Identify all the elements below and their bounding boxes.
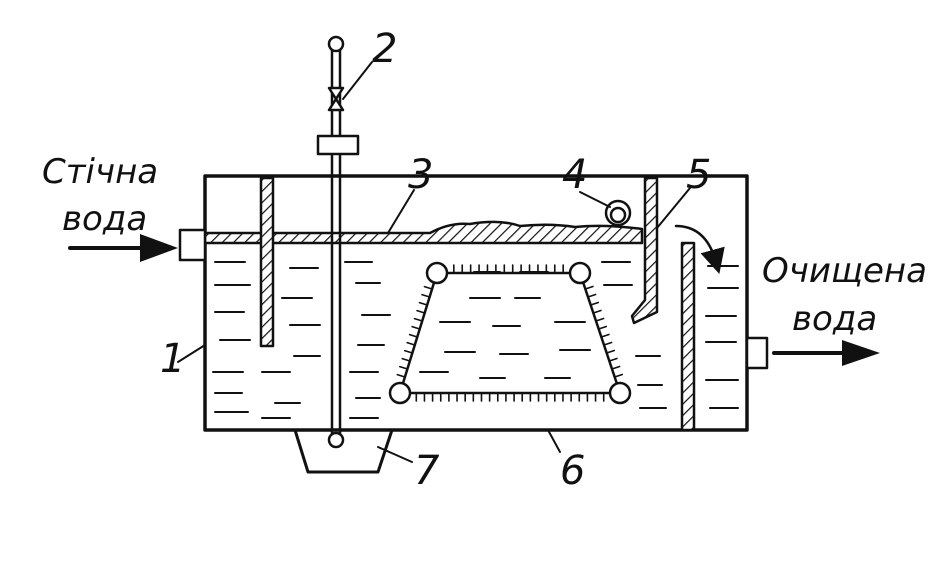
inlet-arrow-head <box>140 234 178 262</box>
leader-5 <box>656 187 691 229</box>
skimmer-trough <box>630 176 659 325</box>
overflow-arrow <box>674 224 725 275</box>
leader-7 <box>377 446 413 463</box>
pipe-top-cap <box>327 35 345 53</box>
label-2: 2 <box>372 26 397 72</box>
outlet-label-line1: Очищена <box>762 251 927 291</box>
inlet-label-line2: вода <box>62 199 147 239</box>
outlet-pipe <box>745 336 769 370</box>
label-3: 3 <box>408 152 433 198</box>
valve-icon <box>327 86 345 112</box>
sprocket-bottom-right <box>608 381 632 405</box>
label-7: 7 <box>414 448 440 494</box>
froth-layer <box>203 220 644 245</box>
label-1: 1 <box>160 336 185 382</box>
inlet-baffle <box>259 176 275 348</box>
water-dashes <box>212 261 739 419</box>
outlet-label-line2: вода <box>792 299 877 339</box>
sprocket-top-left <box>425 261 449 285</box>
label-5: 5 <box>686 152 711 198</box>
label-4: 4 <box>562 152 587 198</box>
scraper-roller-inner <box>609 206 627 224</box>
leader-2 <box>342 61 373 100</box>
label-6: 6 <box>560 448 585 494</box>
leader-4 <box>579 191 611 208</box>
sprocket-top-right <box>568 261 592 285</box>
leader-3 <box>387 189 415 234</box>
pipe-bottom-cap <box>327 431 345 449</box>
outlet-partition <box>680 241 696 432</box>
inlet-pipe <box>178 228 207 262</box>
scraper-blades <box>396 264 624 402</box>
scraper-conveyor <box>398 271 622 395</box>
inlet-label-line1: Стічна <box>42 152 158 192</box>
sprocket-bottom-left <box>388 381 412 405</box>
pipe-flange <box>316 134 360 156</box>
sludge-hopper <box>293 428 394 474</box>
leader-6 <box>547 429 561 453</box>
leader-1 <box>177 344 206 363</box>
outlet-arrow-head <box>842 340 880 366</box>
